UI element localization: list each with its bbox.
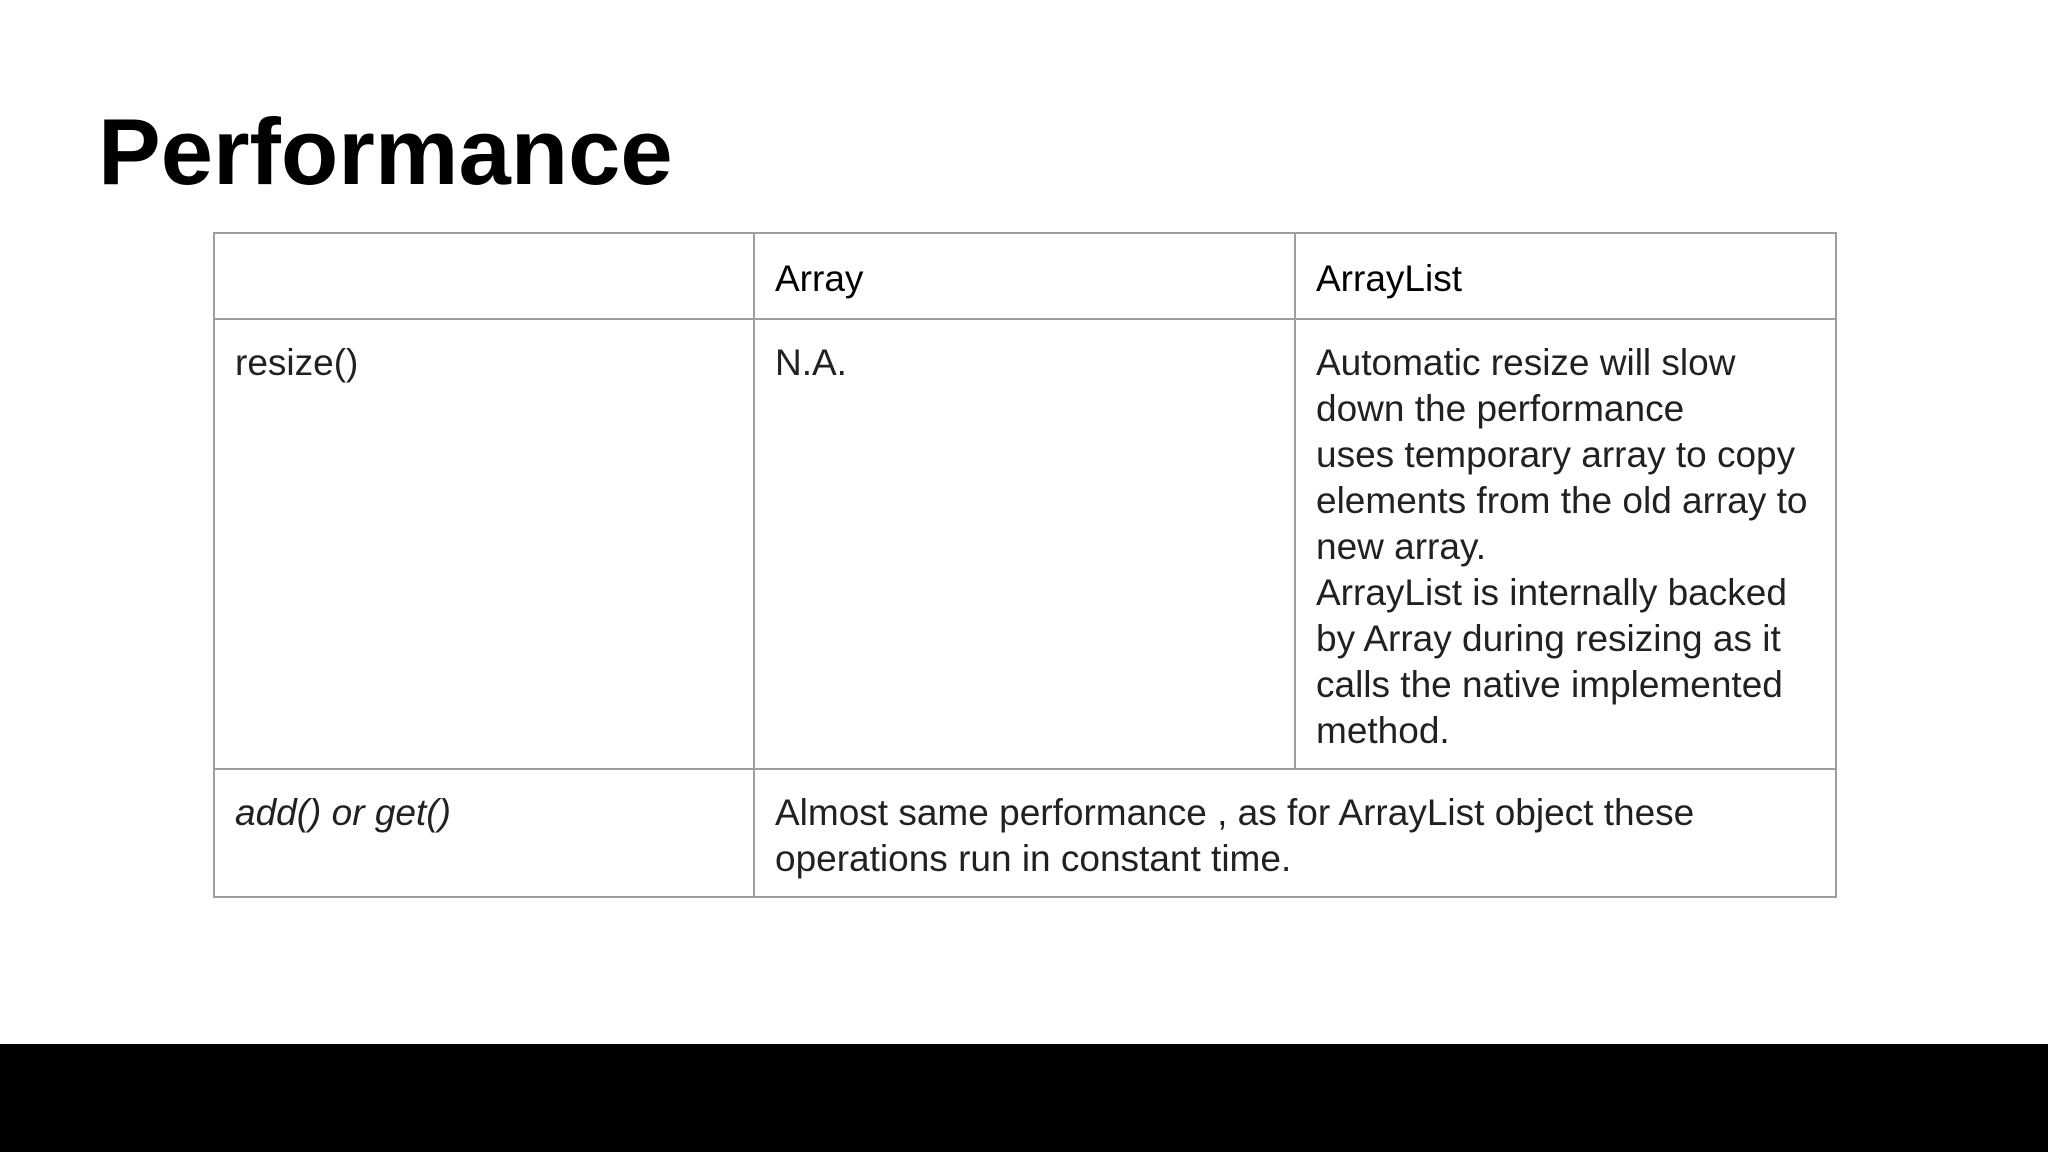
table-header-row: Array ArrayList <box>213 232 1837 320</box>
operation-cell: resize() <box>213 318 755 770</box>
header-cell-empty <box>213 232 755 320</box>
table-row: add() or get() Almost same performance ,… <box>213 768 1837 898</box>
merged-performance-cell: Almost same performance , as for ArrayLi… <box>753 768 1837 898</box>
arraylist-cell: Automatic resize will slow down the perf… <box>1294 318 1837 770</box>
slide-title: Performance <box>98 99 673 204</box>
header-cell-array: Array <box>753 232 1296 320</box>
table-row: resize() N.A. Automatic resize will slow… <box>213 318 1837 770</box>
header-cell-arraylist: ArrayList <box>1294 232 1837 320</box>
operation-cell: add() or get() <box>213 768 755 898</box>
letterbox-bar <box>0 1044 2048 1152</box>
comparison-table: Array ArrayList resize() N.A. Automatic … <box>213 232 1837 898</box>
array-cell: N.A. <box>753 318 1296 770</box>
slide: Performance Array ArrayList resize() N.A… <box>0 0 2048 1044</box>
